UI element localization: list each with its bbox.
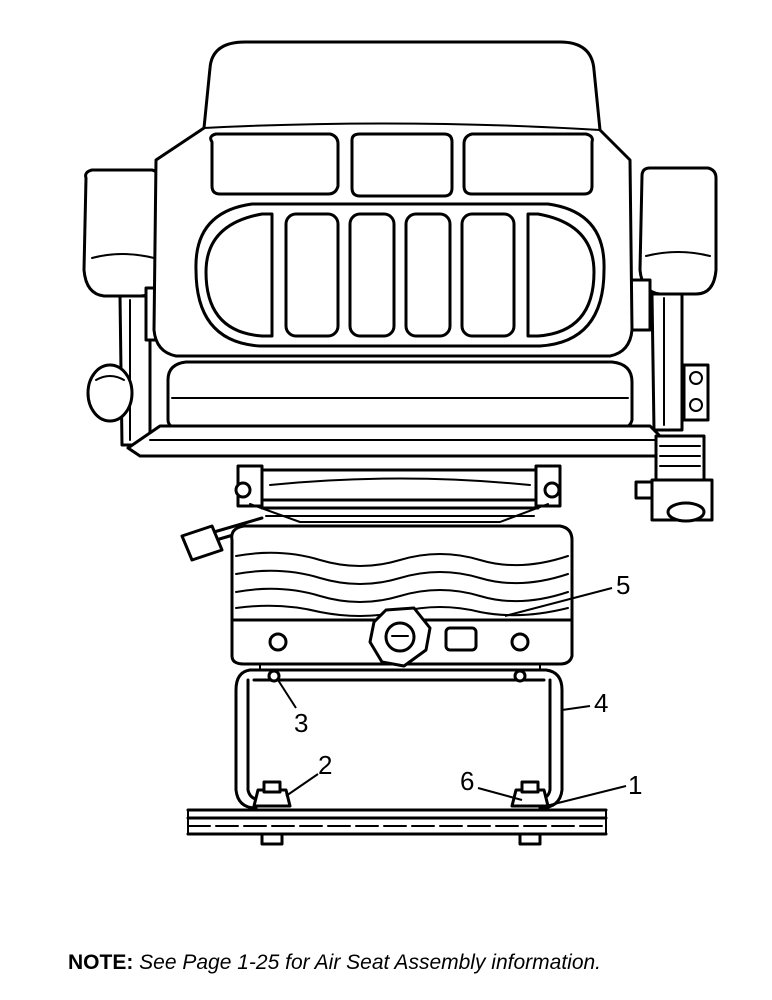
base-housing [230,606,574,671]
left-armrest [82,168,168,447]
scissor-linkage [234,464,562,523]
suspension-bellows [230,524,574,622]
callout-5: 5 [616,570,630,600]
fastener-left [252,780,292,846]
note-body: See Page 1-25 for Air Seat Assembly info… [139,951,602,974]
note-text: NOTE: See Page 1-25 for Air Seat Assembl… [68,951,748,975]
leader-5 [504,587,613,617]
leader-4 [561,705,591,711]
seat-cushion [126,360,672,458]
note-label: NOTE: [68,951,134,974]
callout-4: 4 [594,688,608,718]
callout-2: 2 [318,750,332,780]
seat-back [152,40,634,358]
leader-6 [477,787,523,801]
callout-6: 6 [460,766,474,796]
seat-assembly-diagram: 5 4 3 2 6 1 [82,40,718,846]
spring-mechanism [634,434,714,523]
floor-rails [186,808,608,836]
leader-1 [545,785,627,807]
callout-3: 3 [294,708,308,738]
callout-1: 1 [628,770,642,800]
right-armrest [628,166,718,432]
leader-3 [277,679,297,709]
fastener-right [510,780,550,846]
mounting-bracket [234,668,564,810]
leader-2 [285,773,319,797]
